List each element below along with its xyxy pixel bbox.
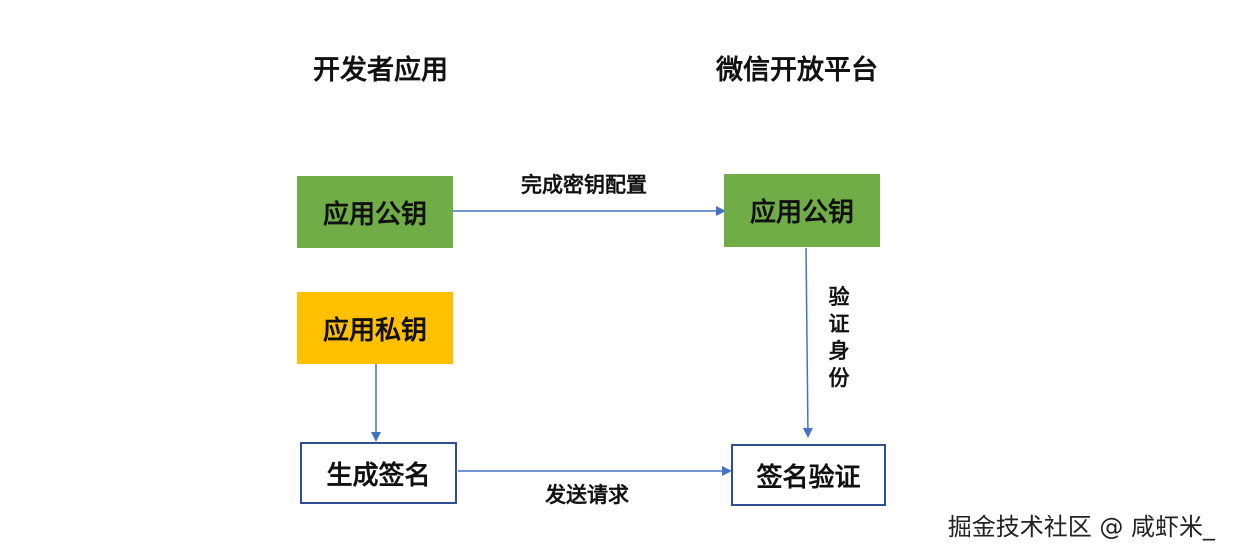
- arrow-verify-identity: [802, 247, 813, 438]
- node-app-public-key-developer: 应用公钥: [297, 176, 453, 248]
- edge-label-key-config: 完成密钥配置: [521, 173, 647, 197]
- edge-label-send-request: 发送请求: [545, 483, 629, 507]
- developer-app-column-title: 开发者应用: [313, 55, 448, 86]
- node-app-public-key-wechat: 应用公钥: [724, 174, 880, 247]
- node-signature-verification: 签名验证: [731, 444, 886, 506]
- watermark: 掘金技术社区 @ 咸虾米_: [947, 513, 1215, 541]
- edge-label-verify-identity: 验证身份: [828, 285, 850, 390]
- node-app-private-key: 应用私钥: [297, 292, 453, 364]
- node-generate-signature: 生成签名: [300, 442, 457, 504]
- wechat-platform-column-title: 微信开放平台: [716, 55, 878, 86]
